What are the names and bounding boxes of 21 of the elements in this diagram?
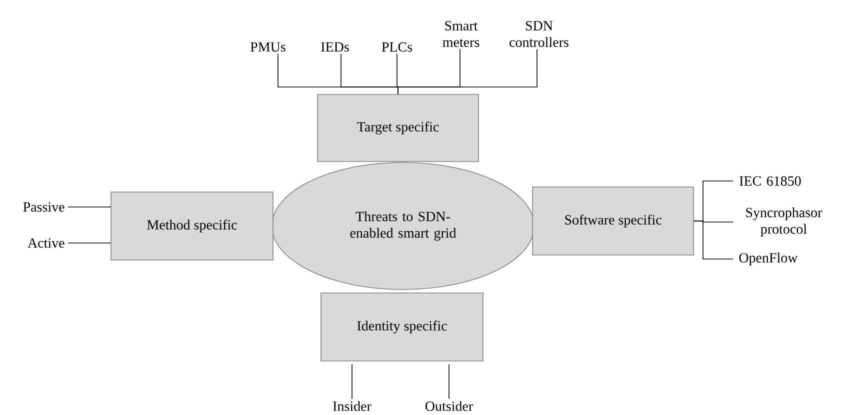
method-label: Active <box>28 238 64 248</box>
method-label: Passive <box>23 202 64 212</box>
target-label: Smart meters <box>442 21 480 47</box>
category-box: Software specific <box>532 186 694 256</box>
connector-line <box>68 206 111 208</box>
connector-line <box>694 220 734 260</box>
identity-label: Insider <box>333 401 372 411</box>
category-box: Identity specific <box>320 292 484 362</box>
connector-line <box>68 242 111 244</box>
target-label: PMUs <box>250 42 286 52</box>
target-label: PLCs <box>382 42 412 52</box>
software-label: OpenFlow <box>739 252 798 266</box>
target-label: SDN controllers <box>510 21 568 47</box>
category-box: Target specific <box>317 94 479 162</box>
category-box: Method specific <box>110 192 274 260</box>
identity-label: Outsider <box>425 401 473 411</box>
connector-line <box>398 48 538 94</box>
software-label: IEC 61850 <box>740 176 801 186</box>
target-label: IEDs <box>321 42 349 52</box>
software-label: Syncrophasor protocol <box>746 207 822 237</box>
connector-line <box>448 364 450 400</box>
